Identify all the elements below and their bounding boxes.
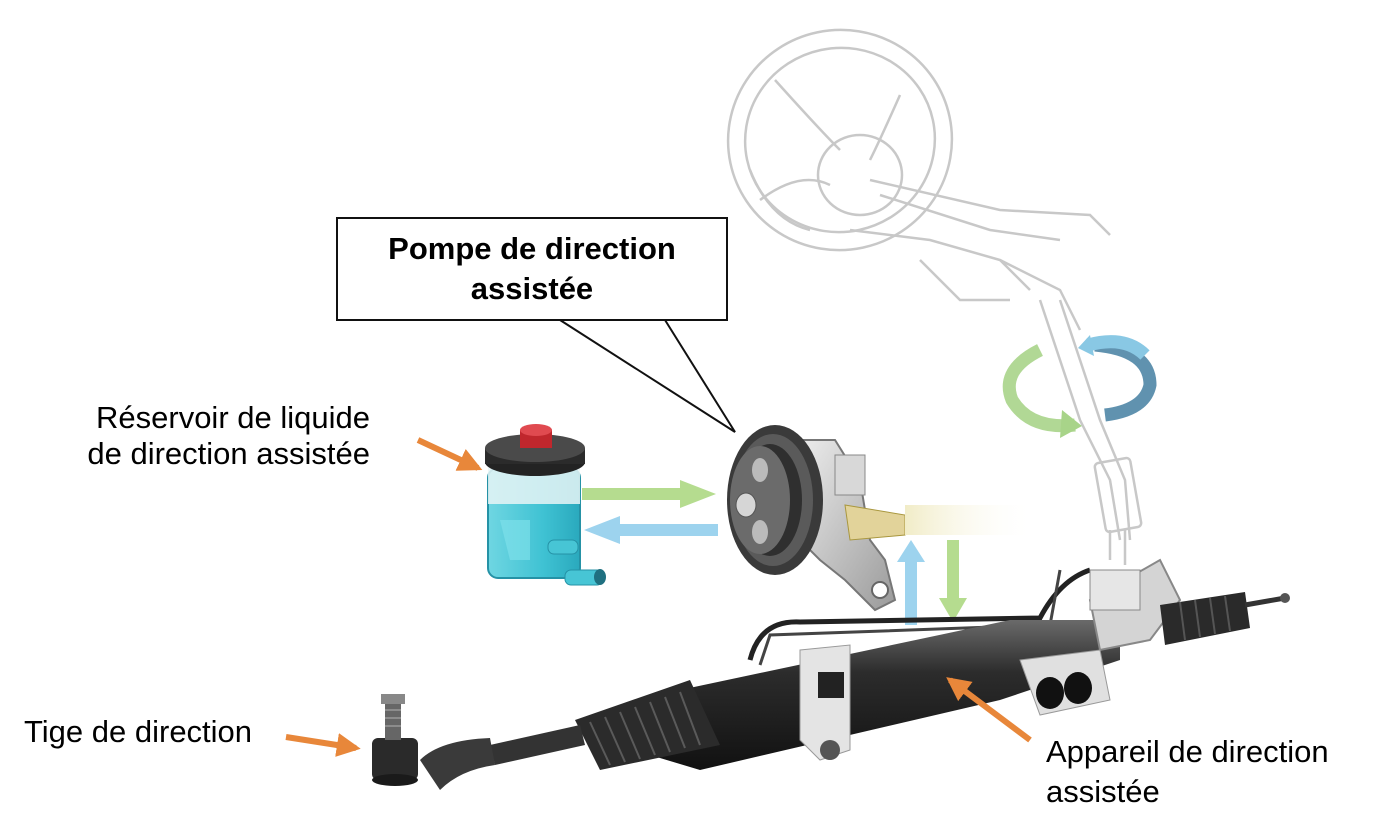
reservoir-icon — [485, 424, 606, 586]
flow-arrow-down — [939, 540, 967, 622]
tie-rod-end-icon — [372, 694, 585, 790]
reservoir-label-line1: Réservoir de liquide — [96, 400, 370, 435]
pump-label: Pompe de direction assistée — [388, 231, 676, 306]
rack-label-line1: Appareil de direction — [1046, 734, 1329, 769]
rack-leader-arrow — [946, 677, 1032, 743]
flow-arrow-up — [897, 540, 925, 625]
rack-label: Appareil de direction assistée — [1046, 732, 1329, 812]
rotation-arrows-icon — [1002, 335, 1157, 438]
pump-callout-box: Pompe de direction assistée — [336, 217, 728, 321]
pump-callout-pointer — [559, 319, 736, 433]
flow-arrow-to-pump — [582, 480, 716, 508]
pump-icon — [727, 425, 906, 612]
reservoir-label: Réservoir de liquide de direction assist… — [87, 400, 370, 472]
tie-rod-leader-arrow — [285, 733, 361, 757]
flow-arrow-to-reservoir — [584, 516, 718, 544]
reservoir-leader-arrow — [416, 437, 483, 471]
steering-wheel-icon — [726, 28, 954, 252]
steering-rack-icon — [575, 558, 1290, 770]
reservoir-label-line2: de direction assistée — [87, 436, 370, 471]
pressure-hose — [905, 505, 1035, 535]
steering-column — [849, 178, 1143, 565]
rack-label-line2: assistée — [1046, 774, 1160, 809]
tie-rod-label: Tige de direction — [24, 714, 253, 749]
